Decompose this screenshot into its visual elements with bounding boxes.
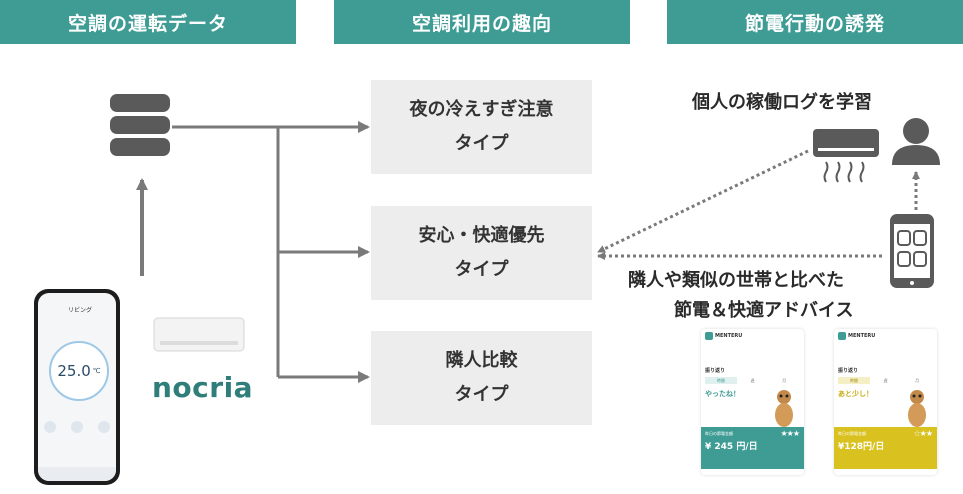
- header-operation-data: 空調の運転データ: [0, 0, 296, 44]
- nocria-ac-unit: [153, 317, 245, 352]
- smartphone-app-icon: [890, 214, 934, 288]
- card-greeting: やったね！: [705, 390, 740, 398]
- card-tabs: 時間 週 月: [838, 377, 933, 384]
- app-card-yellow: MENTERU 振り返り 時間 週 月 あと少し！ 昨日の節電金額 ¥128円/…: [834, 329, 937, 475]
- card-savings-value: ¥128円/日: [838, 442, 885, 452]
- card-greeting: あと少し！: [838, 390, 873, 398]
- meerkat-icon: [908, 390, 926, 427]
- card-savings-value: ¥ 245 円/日: [705, 442, 758, 452]
- card-tab: 時間: [838, 377, 870, 384]
- card-stars: ★★★: [780, 429, 799, 438]
- card-section-title: 振り返り: [838, 368, 859, 374]
- card-tab: 時間: [705, 377, 737, 384]
- type-box-neighbor-comparison: 隣人比較 タイプ: [371, 331, 592, 425]
- card-tab: 週: [750, 378, 755, 383]
- card-brand: MENTERU: [715, 333, 743, 339]
- temperature-dial: 25.0℃: [49, 341, 109, 401]
- learn-log-label: 個人の稼働ログを学習: [692, 92, 872, 113]
- meerkat-icon: [775, 390, 793, 427]
- card-savings-panel: 昨日の節電金額 ¥128円/日 ☆★★: [834, 427, 937, 469]
- menteru-logo-icon: [838, 332, 846, 340]
- card-tab: 週: [883, 378, 888, 383]
- type-box-label-line2: タイプ: [454, 133, 509, 154]
- card-tab: 月: [782, 378, 787, 383]
- menteru-logo-icon: [705, 332, 713, 340]
- mode-button-icon: [44, 421, 56, 433]
- phone-mockup: リビング 25.0℃: [34, 289, 120, 485]
- card-header: MENTERU: [701, 329, 804, 343]
- card-header: MENTERU: [834, 329, 937, 343]
- type-box-label-line1: 隣人比較: [445, 350, 518, 371]
- fan-button-icon: [71, 421, 83, 433]
- type-box-label-line2: タイプ: [454, 384, 509, 405]
- temperature-value: 25.0: [57, 362, 91, 380]
- temperature-unit: ℃: [92, 367, 101, 375]
- compare-advice-line2: 節電＆快適アドバイス: [674, 300, 854, 321]
- nocria-logo: nocria: [152, 371, 254, 404]
- card-tab: 月: [915, 378, 920, 383]
- ac-to-type2-dotted-arrow: [597, 149, 809, 254]
- card-section-title: 振り返り: [705, 368, 726, 374]
- compare-advice-line1: 隣人や類似の世帯と比べた: [628, 270, 844, 291]
- card-panel-title: 昨日の節電金額: [705, 431, 733, 436]
- card-savings-panel: 昨日の節電金額 ¥ 245 円/日 ★★★: [701, 427, 804, 469]
- settings-button-icon: [98, 421, 110, 433]
- header-usage-preference: 空調利用の趣向: [334, 0, 630, 44]
- phone-bottom-nav: [38, 467, 116, 481]
- app-card-teal: MENTERU 振り返り 時間 週 月 やったね！ 昨日の節電金額 ¥ 245 …: [701, 329, 804, 475]
- phone-room-title: リビング: [68, 307, 93, 314]
- type-box-label-line2: タイプ: [454, 259, 509, 280]
- header-power-saving: 節電行動の誘発: [667, 0, 963, 44]
- card-brand: MENTERU: [848, 333, 876, 339]
- card-panel-title: 昨日の節電金額: [838, 431, 866, 436]
- person-icon: [892, 118, 940, 165]
- type-box-label-line1: 安心・快適優先: [418, 225, 545, 246]
- phone-screen: リビング 25.0℃: [38, 293, 116, 481]
- type-box-night-cooling: 夜の冷えすぎ注意 タイプ: [371, 80, 592, 174]
- air-conditioner-icon: [813, 129, 879, 183]
- card-tabs: 時間 週 月: [705, 377, 800, 384]
- type-box-comfort-priority: 安心・快適優先 タイプ: [371, 206, 592, 300]
- type-box-label-line1: 夜の冷えすぎ注意: [409, 99, 554, 120]
- card-stars: ☆★★: [913, 429, 932, 438]
- database-icon: [110, 94, 170, 156]
